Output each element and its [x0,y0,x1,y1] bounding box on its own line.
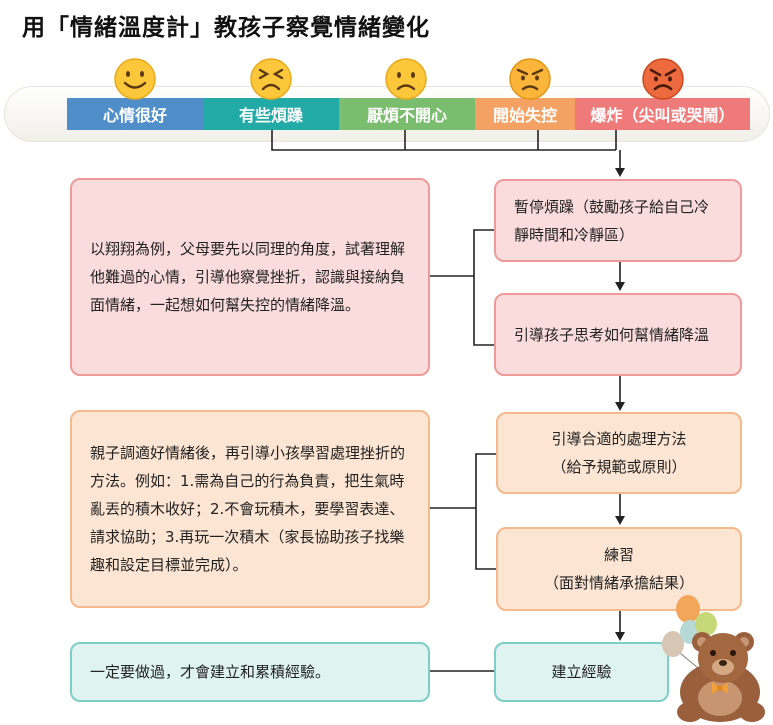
step-experience: 建立經驗 [494,642,669,702]
step-guide: 引導孩子思考如何幫情緒降溫 [494,293,742,376]
page-title: 用「情緒溫度計」教孩子察覺情緒變化 [22,15,430,41]
step-guide-text: 引導孩子思考如何幫情緒降溫 [514,325,710,344]
note-empathy-example: 以翔翔為例，父母要先以同理的角度，試著理解他難過的心情，引導他察覺挫折，認識與接… [70,178,430,376]
note-empathy-text: 以翔翔為例，父母要先以同理的角度，試著理解他難過的心情，引導他察覺挫折，認識與接… [90,240,406,314]
scale-segment-upset: 厭煩不開心 [339,98,475,130]
note-after-calm-text: 親子調適好情緒後，再引導小孩學習處理挫折的方法。例如：1.需為自己的行為負責，把… [90,444,406,574]
scale-segment-losing-control: 開始失控 [475,98,575,130]
step-practice-line1: 練習 [603,546,634,564]
scale-segment-irritated: 有些煩躁 [203,98,339,130]
furious-face-icon [642,58,684,100]
frustrated-face-icon [250,58,292,100]
sad-face-icon [385,58,427,100]
scale-segment-good: 心情很好 [67,98,203,130]
step-pause: 暫停煩躁（鼓勵孩子給自己冷靜時間和冷靜區） [494,179,742,262]
note-after-calm: 親子調適好情緒後，再引導小孩學習處理挫折的方法。例如：1.需為自己的行為負責，把… [70,410,430,608]
step-experience-text: 建立經驗 [551,663,612,681]
note-must-practice-text: 一定要做過，才會建立和累積經驗。 [90,663,331,681]
step-practice: 練習 （面對情緒承擔結果） [496,527,742,611]
step-method-line2: （給予規範或原則） [551,458,687,476]
smile-face-icon [114,58,156,100]
step-pause-text: 暫停煩躁（鼓勵孩子給自己冷靜時間和冷靜區） [514,197,710,244]
scale-segment-explode: 爆炸（尖叫或哭鬧） [575,98,750,130]
angry-face-icon [509,58,551,100]
step-method: 引導合適的處理方法 （給予規範或原則） [496,412,742,494]
step-practice-line2: （面對情緒承擔結果） [543,574,694,592]
step-method-line1: 引導合適的處理方法 [551,430,687,448]
note-must-practice: 一定要做過，才會建立和累積經驗。 [70,642,430,702]
teddy-bear-balloons-illustration [662,595,765,722]
